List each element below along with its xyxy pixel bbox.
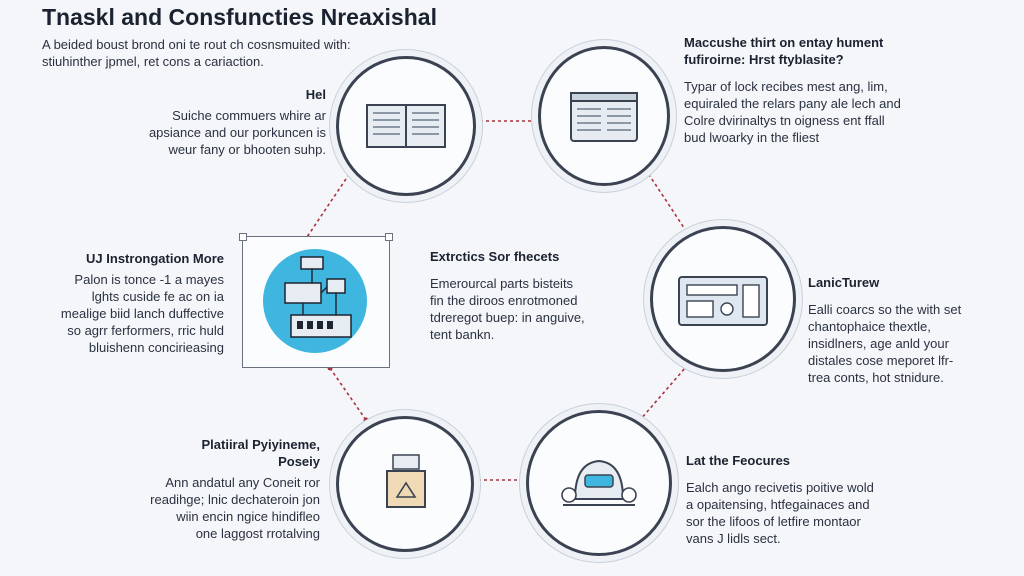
framed-picture-icon [386,454,426,508]
block-line: Colre dvirinaltys tn oigness ent ffall [684,113,885,128]
block-mid-right: LanicTurew Ealli coarcs so the with set … [808,274,1008,386]
block-line: mealige biid lanch duffective [60,306,224,321]
node-network-frame [239,233,393,368]
node-book [336,56,476,196]
document-window-icon [570,92,638,142]
block-line: Palon is tonce -1 a mayes [74,272,224,287]
block-line: insidlners, age anld your [808,336,949,351]
block-line: trea conts, hot stnidure. [808,370,944,385]
block-heading: LanicTurew [808,275,880,290]
connector-bottom-left [329,367,367,421]
block-mid-left: UJ Instrongation More Palon is tonce -1 … [20,250,224,356]
node-picture [336,416,474,552]
block-line: wiin encin ngice hindifleo [176,509,320,524]
block-center: Extrctics Sor fhecets Emerourcal parts b… [430,248,630,343]
block-top-left: Hel Suiche commuers whire ar apsiance an… [110,86,326,158]
block-line: Ealch ango recivetis poitive wold [686,480,874,495]
block-line: so agrr ferformers, rric huld [67,323,224,338]
block-heading: Lat the Feocures [686,453,791,468]
node-dashboard [650,226,796,372]
block-line: sor the lifoos of letfire montaor [686,514,861,529]
block-line: tdreregot buep: in anguive, [430,310,585,325]
block-line: weur fany or bhooten suhp. [168,142,326,157]
block-line: Emerourcal parts bisteits [430,276,574,291]
network-devices-icon [263,249,367,353]
open-book-icon [366,104,446,148]
block-line: lghts cuside fe ac on ia [91,289,224,304]
block-heading: UJ Instrongation More [86,251,224,266]
dashboard-screen-icon [678,276,768,326]
page-subtitle: A beided boust brond oni te rout ch cosn… [42,37,351,69]
block-line: Suiche commuers whire ar [172,108,326,123]
block-line: equiraled the relars pany ale lech and [684,96,901,111]
node-robot [526,410,672,556]
block-line: bud lwoarky in the fliest [684,130,820,145]
block-heading: Extrctics Sor fhecets [430,249,560,264]
block-heading: Maccushe thirt on entay hument fufiroirn… [684,35,884,67]
block-line: fin the diroos enrotmoned [430,293,578,308]
block-line: a opaitensing, htfegainaces and [686,497,870,512]
block-line: Ealli coarcs so the with set [808,302,962,317]
block-line: tent bankn. [430,327,495,342]
page-title: Tnaskl and Consfuncties Nreaxishal [42,4,437,30]
block-line: bluishenn concirieasing [88,340,224,355]
block-top-right: Maccushe thirt on entay hument fufiroirn… [684,34,934,146]
block-bottom-left: Platiiral Pyiyineme, Poseiy Ann andatul … [104,436,320,542]
block-line: one laggost rrotalving [195,526,320,541]
node-document [538,46,670,186]
block-line: vans J lidls sect. [686,531,781,546]
block-bottom-right: Lat the Feocures Ealch ango recivetis po… [686,452,926,547]
block-heading: Hel [305,87,326,102]
block-line: chantophaice thextle, [808,319,931,334]
block-line: apsiance and our porkuncen is [148,125,326,140]
robot-helmet-icon [561,459,637,506]
block-line: Typar of lock recibes mest ang, lim, [684,79,888,94]
block-line: distales cose meporet lfr- [808,353,954,368]
connector-bottom-right [639,359,693,421]
block-line: readihge; lnic dechateroin jon [150,492,320,507]
block-line: Ann andatul any Coneit ror [165,475,320,490]
block-heading: Platiiral Pyiyineme, Poseiy [201,437,320,469]
